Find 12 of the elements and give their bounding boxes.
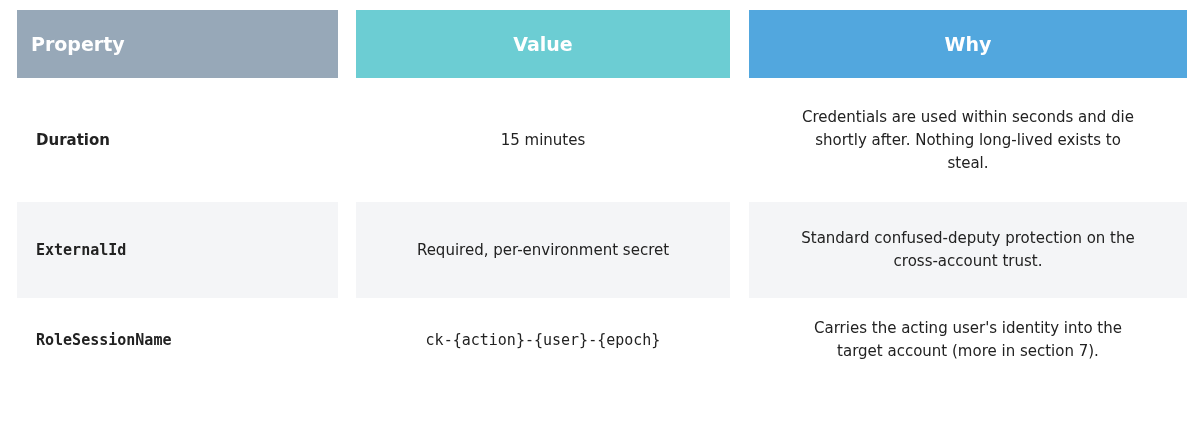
reason-text: Credentials are used within seconds and die shortly after. Nothing long-lived exists to steal. — [801, 106, 1135, 174]
property-name: RoleSessionName — [36, 329, 172, 351]
header-cell: Value — [356, 10, 730, 78]
property-name: Duration — [36, 129, 110, 151]
value-text: ck-{action}-{user}-{epoch} — [425, 329, 661, 351]
reason-text: Carries the acting user's identity into the target account (more in section 7). — [813, 318, 1123, 362]
property-name: ExternalId — [36, 239, 127, 261]
header-cell: Why — [749, 10, 1187, 78]
reason-text: Standard confused-deputy protection on the cross-account trust. — [800, 228, 1136, 272]
value-text: Required, per-environment secret — [416, 239, 670, 261]
header-cell: Property — [17, 10, 338, 78]
value-text: 15 minutes — [500, 129, 586, 151]
